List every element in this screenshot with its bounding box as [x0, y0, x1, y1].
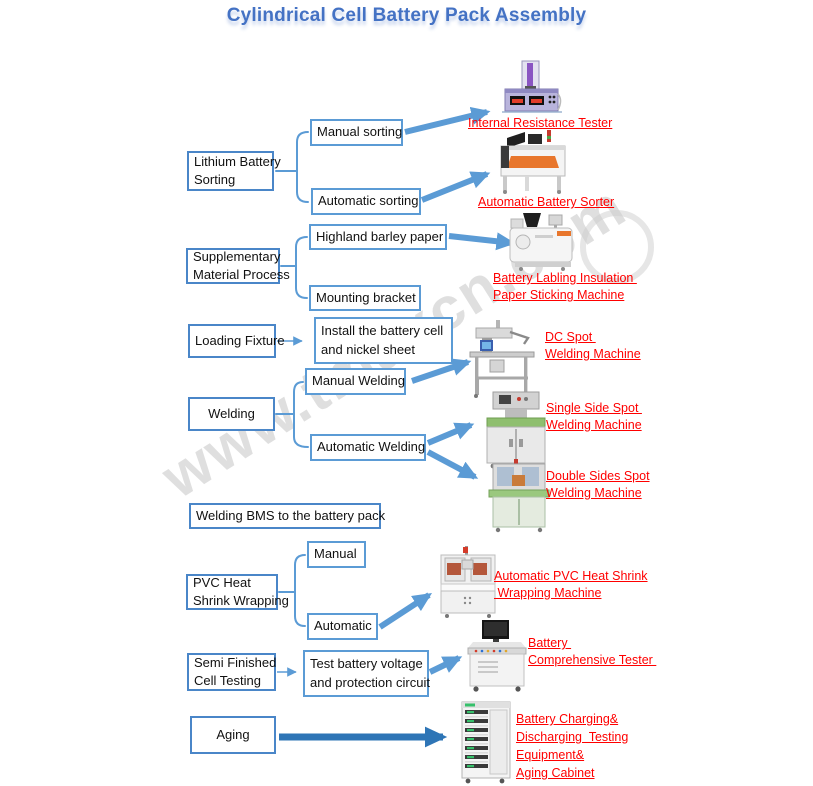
step-automatic-welding: Automatic Welding: [310, 434, 426, 461]
step-automatic: Automatic: [307, 613, 378, 640]
battery-comprehensive-tester-image: [464, 620, 530, 693]
label-aging-cabinet-equipment[interactable]: Battery Charging& Discharging Testing Eq…: [516, 712, 629, 780]
arrow-test-to-comprehensive-tester: [428, 655, 463, 675]
stage-welding: Welding: [188, 397, 275, 431]
step-manual-welding: Manual Welding: [305, 368, 406, 395]
aging-cabinet-image: [460, 700, 512, 784]
label-internal-resistance-tester[interactable]: Internal Resistance Tester: [468, 116, 613, 130]
arrow-automatic-welding-to-double-sides: [426, 449, 479, 480]
stage-semi-finished-cell-testing: Semi Finished Cell Testing: [187, 653, 276, 691]
automatic-battery-sorter-image: [495, 130, 571, 195]
label-battery-labeling-machine[interactable]: Battery Labling Insulation Paper Stickin…: [493, 271, 637, 302]
arrow-manual-sorting-to-tester: [404, 106, 491, 135]
internal-resistance-tester-image: [502, 60, 562, 116]
watermark-circle: [580, 210, 654, 284]
page-title: Cylindrical Cell Battery Pack Assembly: [226, 5, 587, 26]
step-install-battery-cell: Install the battery cell and nickel shee…: [314, 317, 453, 364]
battery-labeling-machine-image: [505, 211, 579, 272]
label-single-side-spot-welding-machine[interactable]: Single Side Spot Welding Machine: [546, 401, 642, 432]
stage-aging: Aging: [190, 716, 276, 754]
arrow-highland-to-labeling: [448, 232, 516, 251]
step-manual-sorting: Manual sorting: [310, 119, 403, 146]
arrow-automatic-sorting-to-sorter: [420, 171, 491, 203]
label-battery-comprehensive-tester[interactable]: Battery Comprehensive Tester: [528, 636, 657, 667]
stage-supplementary-material-process: Supplementary Material Process: [186, 248, 290, 284]
single-side-spot-welding-machine-image: [483, 391, 549, 469]
label-automatic-pvc-heat-shrink-machine[interactable]: Automatic PVC Heat Shrink Wrapping Machi…: [494, 569, 648, 600]
step-manual: Manual: [307, 541, 366, 568]
arrow-automatic-to-pvc-machine: [378, 592, 433, 630]
stage-lithium-battery-sorting: Lithium Battery Sorting: [187, 151, 281, 191]
bracket-welding: [275, 381, 309, 448]
double-sides-spot-welding-machine-image: [486, 459, 552, 533]
label-dc-spot-welding-machine[interactable]: DC Spot Welding Machine: [545, 330, 641, 361]
label-automatic-battery-sorter[interactable]: Automatic Battery Sorter: [478, 195, 615, 209]
step-mounting-bracket: Mounting bracket: [309, 285, 421, 311]
step-highland-barley-paper: Highland barley paper: [309, 224, 447, 250]
stage-pvc-heat-shrink-wrapping: PVC Heat Shrink Wrapping: [186, 574, 289, 610]
step-automatic-sorting: Automatic sorting: [311, 188, 421, 215]
stage-welding-bms: Welding BMS to the battery pack: [189, 503, 385, 529]
bracket-supplementary: [280, 236, 308, 299]
arrow-automatic-welding-to-single-side: [426, 422, 475, 446]
dc-spot-welding-machine-image: [466, 320, 538, 398]
pvc-heat-shrink-machine-image: [438, 546, 498, 619]
bracket-lithium-sorting: [275, 131, 309, 203]
label-double-sides-spot-welding-machine[interactable]: Double Sides Spot Welding Machine: [546, 469, 650, 500]
stage-loading-fixture: Loading Fixture: [188, 324, 285, 358]
bracket-pvc-wrapping: [278, 554, 306, 627]
arrow-manual-welding-to-dc-spot: [411, 358, 472, 384]
step-test-battery-voltage: Test battery voltage and protection circ…: [303, 650, 430, 697]
